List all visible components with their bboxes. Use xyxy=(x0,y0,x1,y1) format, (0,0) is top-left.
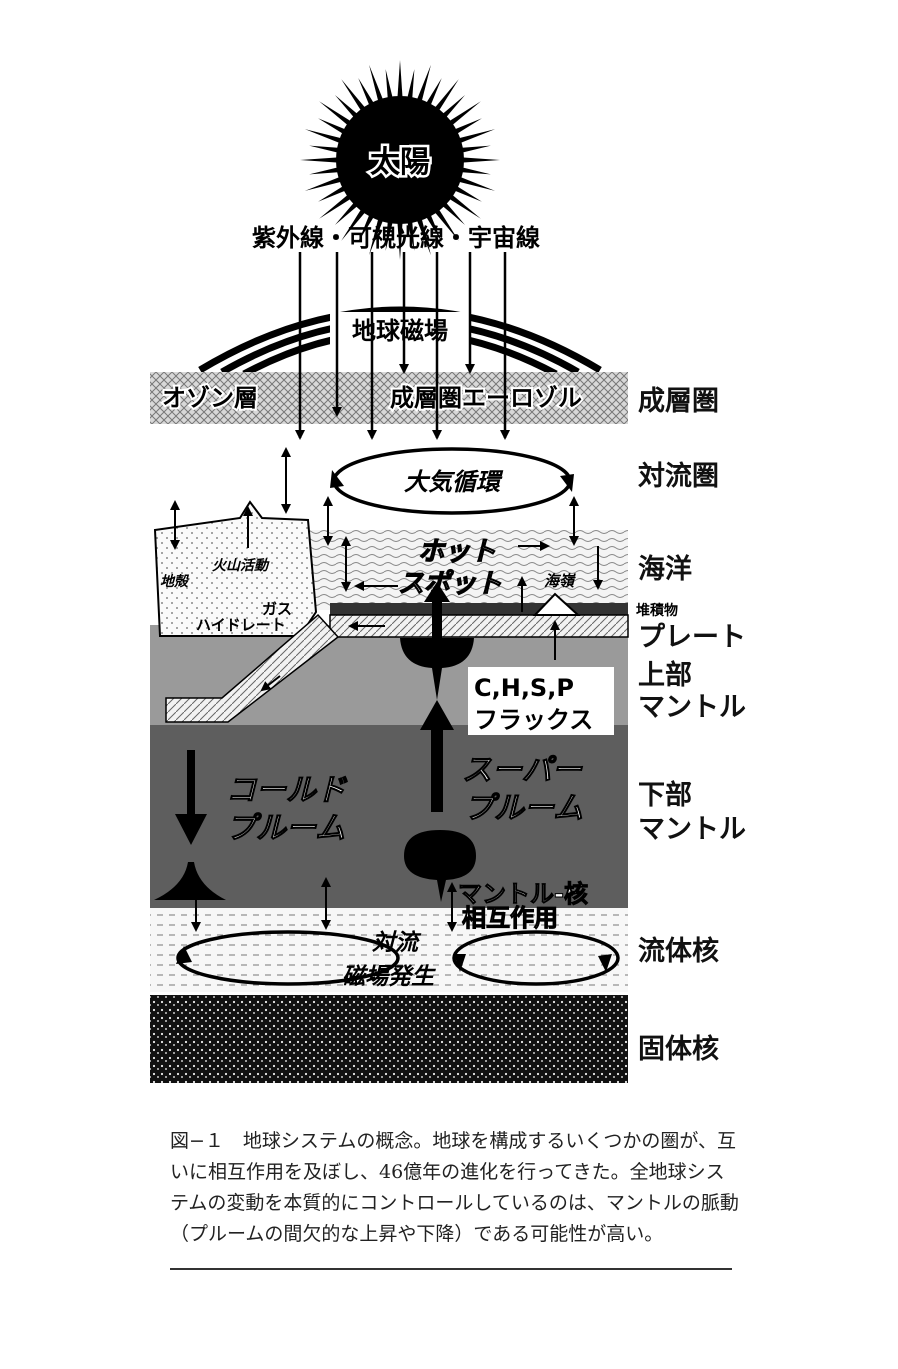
layer-outer-core: 流体核 xyxy=(638,935,719,967)
sun-ray xyxy=(415,64,431,104)
layer-ocean: 海洋 xyxy=(638,553,692,585)
sun-ray xyxy=(358,78,376,108)
sediment-layer xyxy=(330,603,628,616)
gas-label: ガス xyxy=(262,600,292,618)
sun-ray xyxy=(385,69,394,102)
super-plume-label-1: スーパー xyxy=(462,753,583,788)
layer-inner-core: 固体核 xyxy=(638,1033,719,1065)
sun-disc xyxy=(336,96,464,224)
sun-ray xyxy=(456,175,496,191)
sun-ray xyxy=(369,216,385,256)
magnetic-label-box xyxy=(330,312,470,348)
hotspot-plume-head xyxy=(400,638,474,700)
flux-label-2: フラックス xyxy=(474,706,593,734)
sun-ray xyxy=(424,212,442,242)
subducting-slab xyxy=(165,613,340,723)
cmb-label-2: 相互作用 xyxy=(462,904,558,932)
sun-ray xyxy=(452,184,482,202)
convection-label-1: 対流 xyxy=(372,930,422,956)
aerosol-label: 成層圏エーロゾル xyxy=(390,384,582,412)
layer-lower-mantle-1: 下部 xyxy=(638,779,692,811)
sun-ray xyxy=(318,118,348,136)
sun-ray xyxy=(334,200,360,226)
stratosphere-band xyxy=(150,372,628,424)
sun-ray xyxy=(319,101,354,127)
sun-ray xyxy=(415,216,431,256)
caption-rule xyxy=(170,1268,732,1270)
hydrate-label: ハイドレート xyxy=(196,616,286,634)
sun-ray xyxy=(309,166,342,175)
sun-ray xyxy=(397,219,403,260)
sun-ray xyxy=(406,218,415,251)
outer-core xyxy=(150,908,628,992)
core-mantle-arrows xyxy=(191,877,457,932)
convection-cell-left xyxy=(176,930,400,986)
sun-ray xyxy=(334,94,360,120)
flux-box xyxy=(468,667,614,735)
sun-ray xyxy=(341,206,367,241)
sun-ray xyxy=(369,64,385,104)
sediment-label: 堆積物 xyxy=(636,602,678,619)
crust-label: 地殻 xyxy=(160,573,190,590)
radiation-arrows xyxy=(295,252,510,440)
cold-plume-base xyxy=(154,862,226,900)
sun-ray xyxy=(440,94,466,120)
layer-upper-mantle-1: 上部 xyxy=(638,659,692,691)
layer-upper-mantle-2: マントル xyxy=(638,692,746,723)
cold-plume-label-2: プルーム xyxy=(226,811,345,846)
sun-ray xyxy=(459,157,500,163)
figure-caption: 図−１ 地球システムの概念。地球を構成するいくつかの圏が、互いに相互作用を及ぼし… xyxy=(170,1130,739,1245)
flux-label-1: C,H,S,P xyxy=(474,674,574,702)
sun-ray xyxy=(319,193,354,219)
magnetic-field-label: 地球磁場 xyxy=(352,317,448,345)
sun-ray xyxy=(456,129,496,145)
earth-system-diagram: 太陽 紫外線・可視光線・宇宙線 地球磁場 オゾン層 成層圏エーロゾル 大気循環 xyxy=(150,60,746,1083)
hotspot-label-1: ホット xyxy=(418,537,496,567)
sun-ray xyxy=(304,175,344,191)
sun-ray xyxy=(341,79,367,114)
layer-troposphere: 対流圏 xyxy=(638,461,719,492)
sun-ray xyxy=(385,218,394,251)
convection-label-2: 磁場発生 xyxy=(342,964,436,990)
sun-label: 太陽 xyxy=(370,145,430,180)
convection-cell-right xyxy=(452,930,620,986)
volcanism-label: 火山活動 xyxy=(212,557,270,574)
sun-ray xyxy=(433,79,459,114)
sun-rays xyxy=(300,60,500,260)
sun-ray xyxy=(300,157,341,163)
sun-ray xyxy=(424,78,442,108)
lower-mantle xyxy=(150,725,628,908)
sun-ray xyxy=(458,145,491,154)
layer-lower-mantle-2: マントル xyxy=(638,814,746,845)
layer-plate: プレート xyxy=(638,622,746,653)
sun-ray xyxy=(446,101,481,127)
layer-stratosphere: 成層圏 xyxy=(638,386,719,417)
super-plume-head xyxy=(404,830,476,902)
mid-ocean-ridge xyxy=(532,592,581,616)
sun-ray xyxy=(406,69,415,102)
seamount-label: 海嶺 xyxy=(544,572,576,590)
sun-ray xyxy=(458,166,491,175)
sun-ray xyxy=(318,184,348,202)
sun-ray xyxy=(446,193,481,219)
super-plume-label-2: プルーム xyxy=(464,791,583,826)
atmospheric-circulation-label: 大気循環 xyxy=(404,468,504,496)
sun-ray xyxy=(452,118,482,136)
sun-ray xyxy=(309,145,342,154)
sun-ray xyxy=(358,212,376,242)
sun-ray xyxy=(433,206,459,241)
inner-core xyxy=(150,995,628,1083)
sun-ray xyxy=(440,200,466,226)
cold-plume-label-1: コールド xyxy=(226,773,348,808)
ocean-arrows xyxy=(170,496,603,692)
sun-ray xyxy=(397,60,403,101)
hotspot-label-2: スポット xyxy=(398,569,502,599)
radiation-label: 紫外線・可視光線・宇宙線 xyxy=(252,224,540,252)
ozone-layer-label: オゾン層 xyxy=(162,384,258,412)
cmb-label-1: マントル-核 xyxy=(458,880,588,908)
sun-ray xyxy=(304,129,344,145)
